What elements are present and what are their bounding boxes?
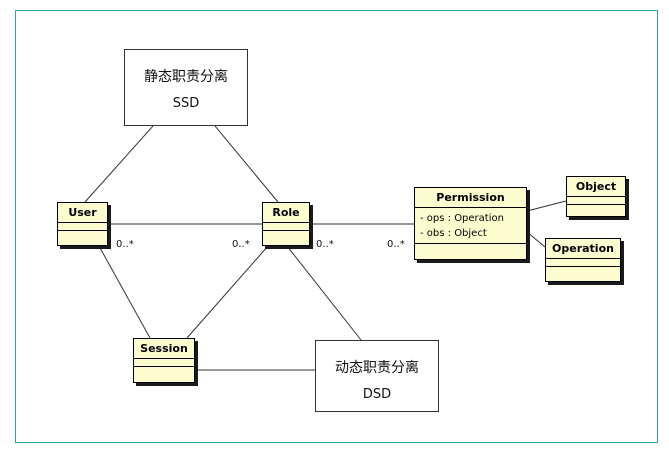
multiplicity-permission-role: 0..* <box>387 239 405 250</box>
permission-object-line <box>526 200 567 212</box>
multiplicity-user-role: 0..* <box>116 239 134 250</box>
permission-attr-obs: - obs : Object <box>420 228 487 239</box>
permission-attributes: - ops : Operation - obs : Object <box>415 208 526 244</box>
session-attributes-section <box>134 359 194 367</box>
role-session-line <box>186 245 269 339</box>
multiplicity-role-user: 0..* <box>232 239 250 250</box>
role-dsd-line <box>286 245 362 341</box>
permission-class-name: Permission <box>415 188 526 208</box>
ssd-user-line <box>84 125 154 203</box>
diagram-frame <box>15 10 658 443</box>
permission-operations-section <box>415 244 526 251</box>
object-class-name: Object <box>567 177 625 197</box>
ssd-box[interactable]: 静态职责分离 SSD <box>124 49 248 126</box>
role-operations-section <box>263 231 309 238</box>
role-class-name: Role <box>263 203 309 223</box>
ssd-title: 静态职责分离 <box>144 69 228 85</box>
object-attributes-section <box>567 197 625 205</box>
user-session-line <box>98 245 151 339</box>
operation-attributes-section <box>546 259 620 267</box>
user-class-name: User <box>58 203 107 223</box>
operation-class[interactable]: Operation <box>545 238 621 282</box>
user-operations-section <box>58 231 107 238</box>
session-operations-section <box>134 367 194 374</box>
role-attributes-section <box>263 223 309 231</box>
user-class[interactable]: User <box>57 202 108 246</box>
dsd-box[interactable]: 动态职责分离 DSD <box>315 340 439 412</box>
object-operations-section <box>567 205 625 212</box>
permission-operation-line <box>526 231 546 248</box>
user-attributes-section <box>58 223 107 231</box>
session-class-name: Session <box>134 339 194 359</box>
object-class[interactable]: Object <box>566 176 626 217</box>
ssd-abbr: SSD <box>172 96 200 111</box>
operation-operations-section <box>546 267 620 274</box>
permission-class[interactable]: Permission - ops : Operation - obs : Obj… <box>414 187 527 260</box>
permission-attr-ops: - ops : Operation <box>420 213 504 224</box>
multiplicity-role-permission: 0..* <box>316 239 334 250</box>
session-class[interactable]: Session <box>133 338 195 383</box>
ssd-role-line <box>214 125 279 203</box>
dsd-abbr: DSD <box>362 387 392 402</box>
role-class[interactable]: Role <box>262 202 310 246</box>
operation-class-name: Operation <box>546 239 620 259</box>
dsd-title: 动态职责分离 <box>335 360 419 376</box>
